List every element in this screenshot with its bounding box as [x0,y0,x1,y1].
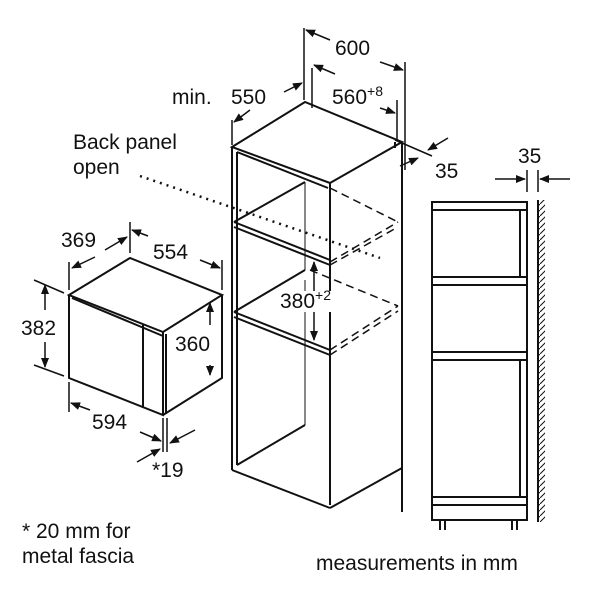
side-gap-label: 35 [518,145,542,168]
back-panel-line1: Back panel [73,131,177,154]
min-depth-prefix: min. [172,86,212,109]
back-panel-leader [139,174,381,260]
niche-height-value: 380 [280,290,316,313]
cabinet-width-label: 600 [335,37,371,60]
units-note: measurements in mm [316,552,518,575]
front-offset-label: 35 [435,160,459,183]
microwave-appliance [66,256,225,417]
back-panel-line2: open [73,156,120,179]
niche-width-value: 560 [332,86,368,109]
footnote-line2: metal fascia [22,545,135,568]
fascia-depth-label: *19 [152,459,184,482]
appliance-top-width-label: 554 [153,241,189,264]
footnote-line1: * 20 mm for [22,520,131,543]
min-depth-label: 550 [231,86,267,109]
appliance-body-height-label: 360 [175,333,211,356]
niche-height-label: 380+2 [280,288,332,313]
microwave-dimensions [33,222,223,463]
tall-cabinet [229,100,405,512]
side-view [431,170,570,530]
niche-width-label: 560+8 [332,84,383,109]
niche-width-tolerance: +8 [367,83,384,99]
appliance-width-label: 594 [92,411,128,434]
appliance-height-label: 382 [21,317,57,340]
appliance-depth-label: 369 [61,229,97,252]
niche-height-tolerance: +2 [315,287,332,303]
niche-dashed-lines [309,187,399,356]
